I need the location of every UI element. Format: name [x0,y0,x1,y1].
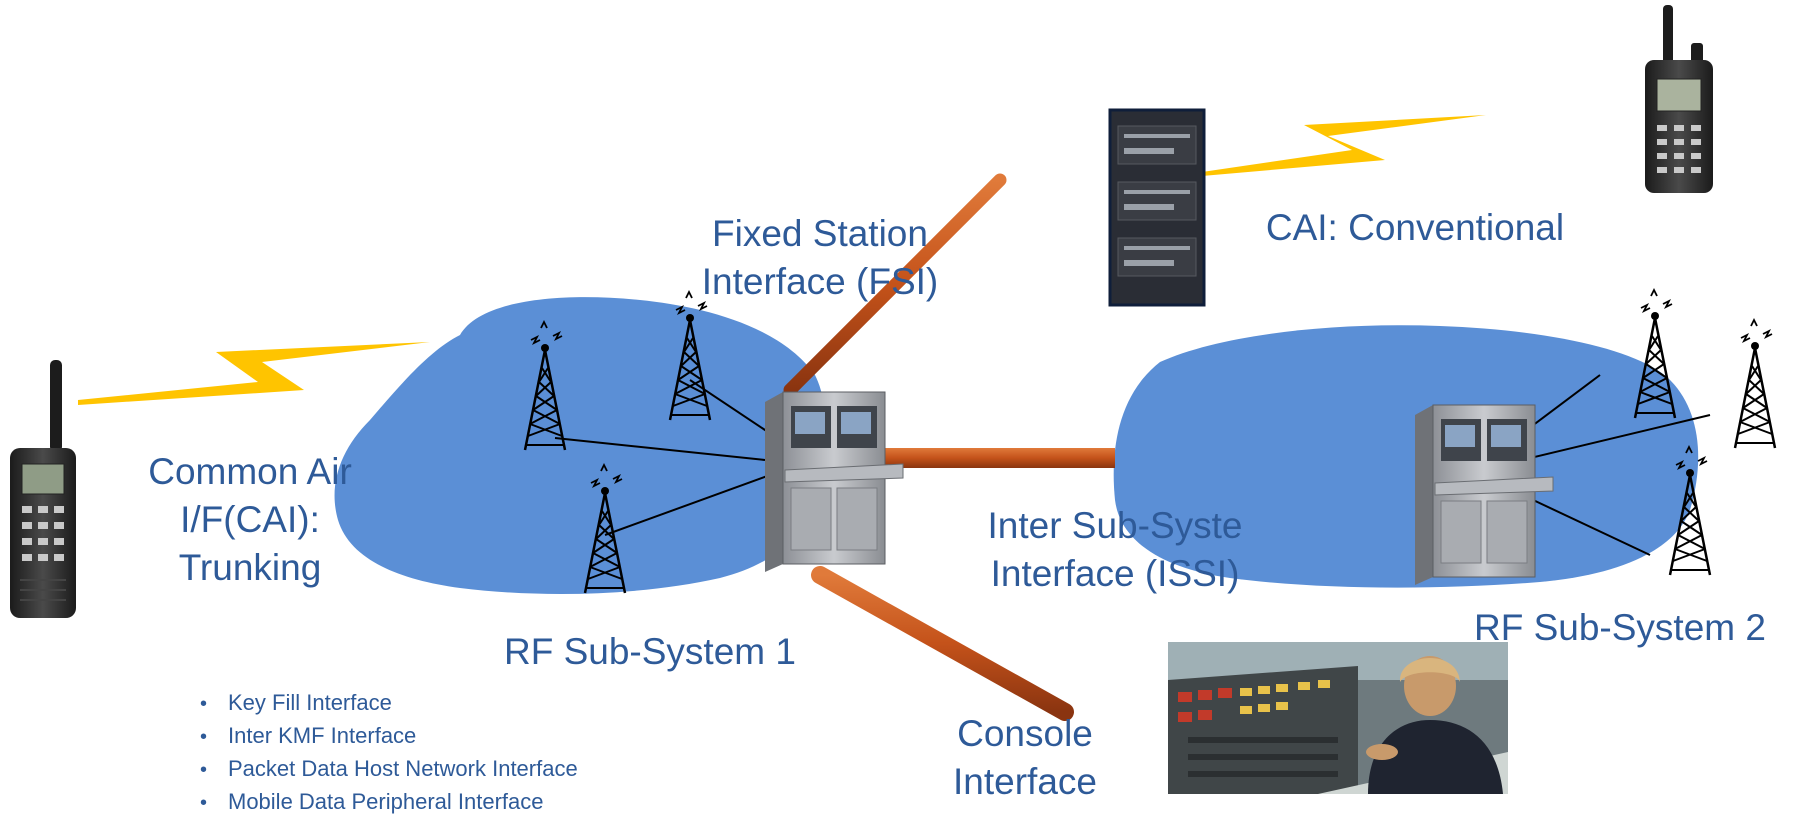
cai-conventional-label: CAI: Conventional [1265,207,1565,248]
fsi-label-line2: Interface (FSI) [701,261,939,302]
radio-tower-icon [1733,318,1777,450]
issi-label-line2: Interface (ISSI) [990,553,1240,594]
console-label-line1: Console [957,713,1093,754]
dispatch-console-photo [1168,642,1508,794]
rf-subsystem-1-label: RF Sub-System 1 [504,631,796,672]
bullet-item: Inter KMF Interface [200,720,578,753]
cai-trunking-lightning [78,342,430,405]
fixed-station-rack-icon [1108,108,1206,307]
issi-label-line1: Inter Sub-Syste [987,505,1243,546]
fsi-link [783,173,1007,397]
cai-trunking-line3: Trunking [178,547,322,588]
issi-link [825,448,1115,468]
cai-trunking-label: Common Air I/F(CAI): Trunking [120,448,380,592]
rf-subsystem-2-cloud [1113,325,1699,588]
console-label-line2: Interface [953,761,1097,802]
console-link [811,566,1074,721]
handheld-radio-icon [10,360,76,618]
switch-cabinet-icon [765,391,904,572]
fsi-label-line1: Fixed Station [712,213,928,254]
console-interface-label: Console Interface [940,710,1110,806]
bullet-item: Mobile Data Peripheral Interface [200,786,578,819]
bullet-item: Packet Data Host Network Interface [200,753,578,786]
cai-conventional-lightning [1202,115,1486,176]
rf-subsystem-1-cloud [334,297,825,594]
rf-subsystem-2-label: RF Sub-System 2 [1474,607,1766,648]
interface-bullet-list: Key Fill Interface Inter KMF Interface P… [200,687,578,819]
issi-label: Inter Sub-Syste Interface (ISSI) [970,502,1260,598]
cai-trunking-line1: Common Air [148,451,352,492]
handheld-radio-icon [1645,5,1713,193]
fsi-label: Fixed Station Interface (FSI) [680,210,960,306]
switch-cabinet-icon [1415,404,1554,585]
cai-trunking-line2: I/F(CAI): [180,499,320,540]
bullet-item: Key Fill Interface [200,687,578,720]
